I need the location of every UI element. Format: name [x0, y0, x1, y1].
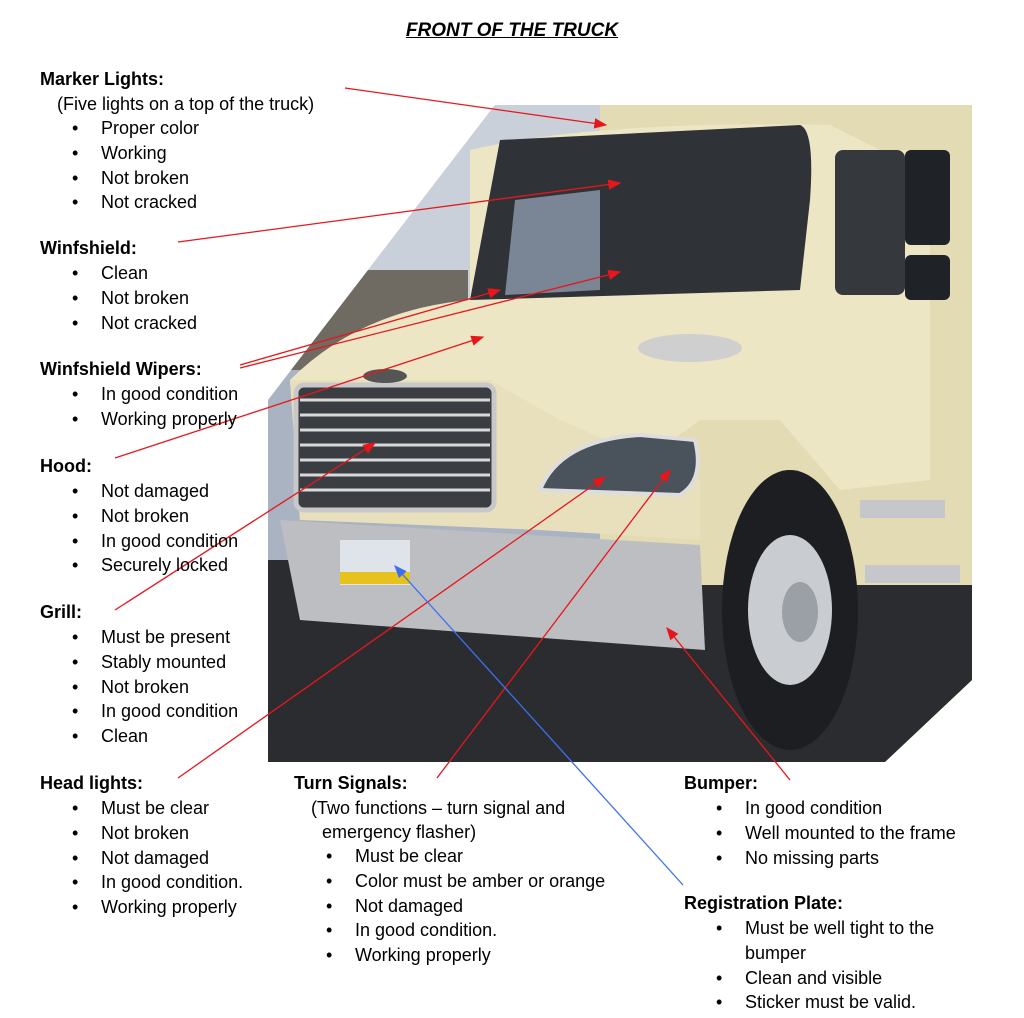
list-item: In good condition: [684, 796, 956, 821]
list-item: Not damaged: [40, 479, 238, 504]
list-item: Not broken: [40, 675, 238, 700]
list-item-continuation: bumper: [745, 942, 807, 963]
list-item: In good condition: [40, 529, 238, 554]
windshield-section: Winfshield: CleanNot brokenNot cracked: [40, 236, 197, 335]
list-item: Clean: [40, 724, 238, 749]
list-item: Must be present: [40, 625, 238, 650]
grill-section: Grill: Must be presentStably mountedNot …: [40, 600, 238, 749]
list-item: Not broken: [40, 166, 314, 191]
list-item: Not broken: [40, 286, 197, 311]
section-note: emergency flasher): [322, 822, 477, 842]
turn-signals-section: Turn Signals: (Two functions – turn sign…: [294, 771, 605, 968]
list-item: Working properly: [294, 943, 605, 968]
list-item: Sticker must be valid.: [684, 990, 934, 1015]
marker-lights-section: Marker Lights: (Five lights on a top of …: [40, 67, 314, 215]
registration-plate-section: Registration Plate: Must be well tight t…: [684, 891, 934, 1015]
list-item: Color must be amber or orange: [294, 869, 605, 894]
list-item: In good condition: [40, 699, 238, 724]
list-item: Must be well tight to the: [684, 916, 934, 941]
page-title: FRONT OF THE TRUCK: [405, 20, 619, 41]
section-note: (Two functions – turn signal and: [311, 798, 566, 818]
section-heading: Winfshield:: [40, 238, 137, 258]
section-heading: Bumper:: [684, 773, 759, 793]
list-item: Not cracked: [40, 190, 314, 215]
list-item: Not broken: [40, 504, 238, 529]
section-heading: Registration Plate:: [684, 893, 844, 913]
list-item: Stably mounted: [40, 650, 238, 675]
list-item: Working properly: [40, 895, 243, 920]
list-item: Working: [40, 141, 314, 166]
list-item: Clean and visible: [684, 966, 934, 991]
section-heading: Marker Lights:: [40, 69, 165, 89]
list-item: Well mounted to the frame: [684, 821, 956, 846]
list-item: Must be clear: [294, 844, 605, 869]
section-heading: Turn Signals:: [294, 773, 408, 793]
list-item: In good condition: [40, 382, 238, 407]
list-item: No missing parts: [684, 846, 956, 871]
list-item: Securely locked: [40, 553, 238, 578]
list-item: Clean: [40, 261, 197, 286]
bumper-section: Bumper: In good conditionWell mounted to…: [684, 771, 956, 870]
list-item: Must be clear: [40, 796, 243, 821]
list-item: Proper color: [40, 116, 314, 141]
hood-section: Hood: Not damagedNot brokenIn good condi…: [40, 454, 238, 578]
list-item: In good condition.: [40, 870, 243, 895]
list-item: In good condition.: [294, 918, 605, 943]
wipers-section: Winfshield Wipers: In good conditionWork…: [40, 357, 238, 432]
list-item: Not cracked: [40, 311, 197, 336]
section-note: (Five lights on a top of the truck): [57, 94, 315, 114]
section-heading: Hood:: [40, 456, 92, 476]
headlights-section: Head lights: Must be clearNot brokenNot …: [40, 771, 243, 920]
section-heading: Winfshield Wipers:: [40, 359, 202, 379]
section-heading: Grill:: [40, 602, 83, 622]
section-heading: Head lights:: [40, 773, 144, 793]
list-item: Working properly: [40, 407, 238, 432]
list-item: Not damaged: [40, 846, 243, 871]
list-item: Not damaged: [294, 894, 605, 919]
list-item: Not broken: [40, 821, 243, 846]
